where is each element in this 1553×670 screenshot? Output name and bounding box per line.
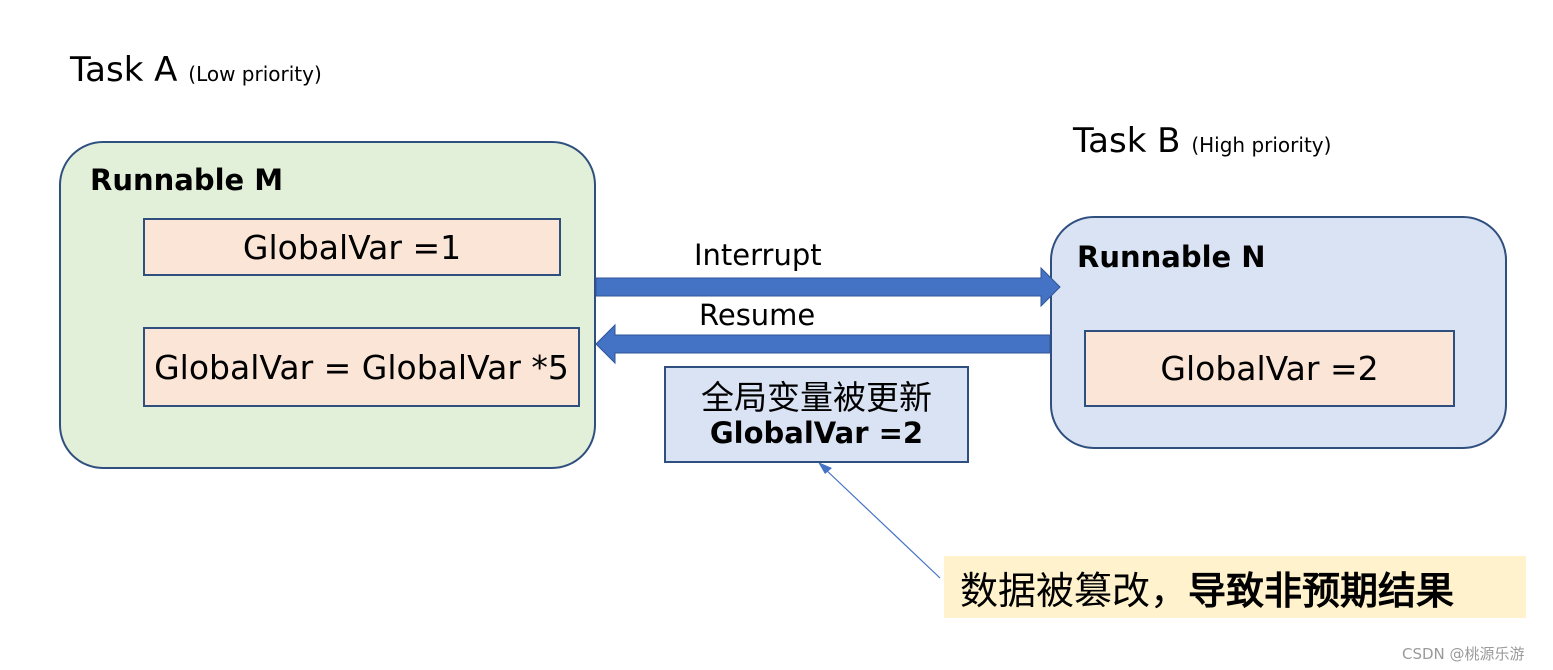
interrupt-arrow	[595, 266, 1061, 308]
global-var-updated-note: 全局变量被更新 GlobalVar =2	[664, 366, 969, 463]
note-line-2: GlobalVar =2	[709, 415, 924, 450]
runnable-m-label: Runnable M	[90, 163, 284, 197]
task-b-priority: (High priority)	[1191, 133, 1332, 157]
runnable-m-statement-1: GlobalVar =1	[143, 218, 561, 276]
runnable-n-statement-1: GlobalVar =2	[1084, 330, 1455, 407]
resume-arrow	[595, 323, 1051, 365]
task-b-title: Task B (High priority)	[1073, 121, 1331, 161]
callout-pointer-head	[818, 462, 832, 474]
task-a-title: Task A (Low priority)	[70, 50, 322, 90]
note-line-1: 全局变量被更新	[701, 377, 932, 417]
watermark: CSDN @桃源乐游	[1402, 645, 1525, 663]
task-a-name: Task A	[70, 50, 178, 90]
task-a-priority: (Low priority)	[188, 62, 322, 86]
data-tampered-callout: 数据被篡改， 导致非预期结果	[944, 556, 1526, 618]
resume-label: Resume	[699, 298, 816, 332]
runnable-m-statement-2: GlobalVar = GlobalVar *5	[143, 327, 580, 407]
runnable-m-box	[59, 141, 596, 469]
runnable-n-label: Runnable N	[1077, 240, 1266, 274]
task-b-name: Task B	[1073, 121, 1181, 161]
interrupt-label: Interrupt	[694, 238, 822, 272]
callout-text-part-2: 导致非预期结果	[1188, 568, 1455, 613]
callout-pointer-line	[823, 467, 941, 579]
callout-text-part-1: 数据被篡改，	[960, 568, 1189, 613]
